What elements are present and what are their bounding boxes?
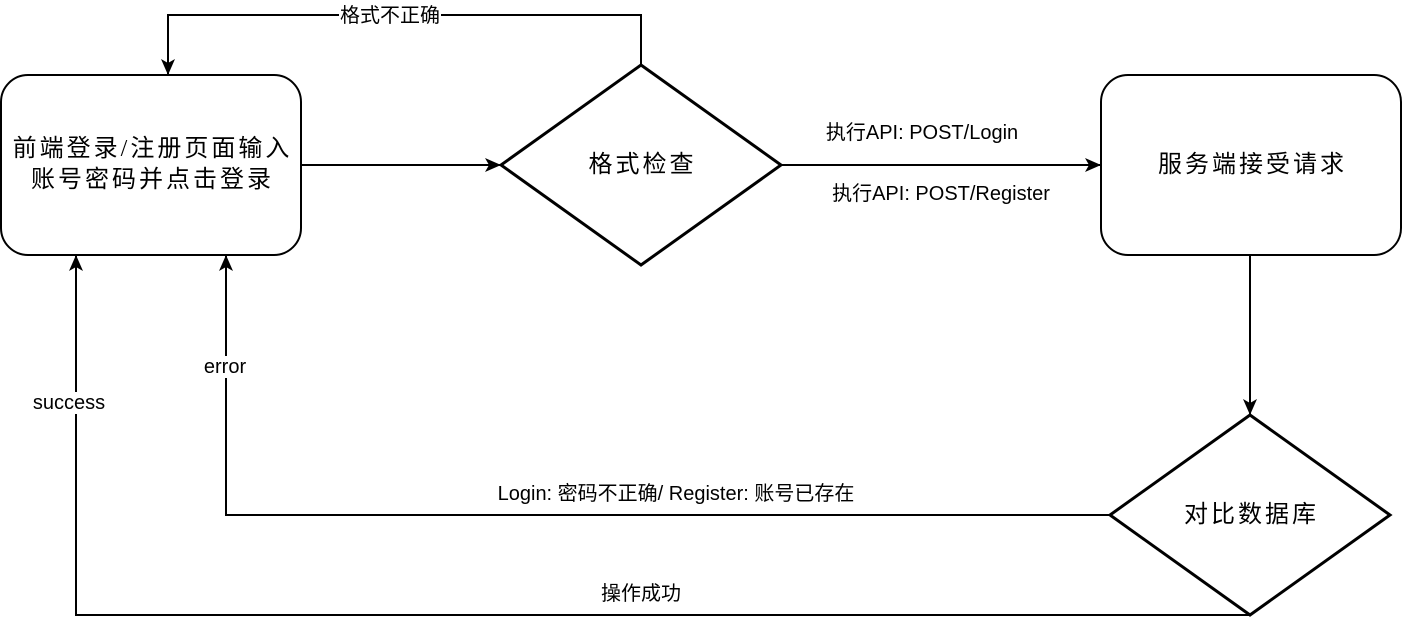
node-format-check-diamond [498,63,784,267]
node-db-compare-text: 对比数据库 [1184,501,1319,528]
edge-label-success: success [31,392,107,414]
node-server-label: 服务端接受请求 [1101,75,1401,255]
edge-label-error: error [202,356,248,378]
node-frontend-label-line-2: 账号密码并点击登录 [31,167,274,193]
edge-label-format-invalid: 格式不正确 [339,5,441,27]
edge-success-return [69,255,1250,616]
node-frontend-label: 前端登录/注册页面输入 账号密码并点击登录 [1,75,301,255]
edge-error-return [219,255,1110,516]
edge-label-api-register: 执行API: POST/Register [832,183,1050,205]
edge-label-error-detail: Login: 密码不正确/ Register: 账号已存在 [497,483,855,505]
node-format-check-text: 格式检查 [588,151,697,178]
node-frontend-label-line-1: 前端登录/注册页面输入 [12,136,293,162]
edge-label-success-detail: 操作成功 [601,583,681,605]
node-format-check-label: 格式检查 [501,65,781,265]
edge-label-api-login: 执行API: POST/Login [825,122,1019,144]
node-server-text: 服务端接受请求 [1158,151,1347,178]
node-db-compare-label: 对比数据库 [1110,415,1390,615]
